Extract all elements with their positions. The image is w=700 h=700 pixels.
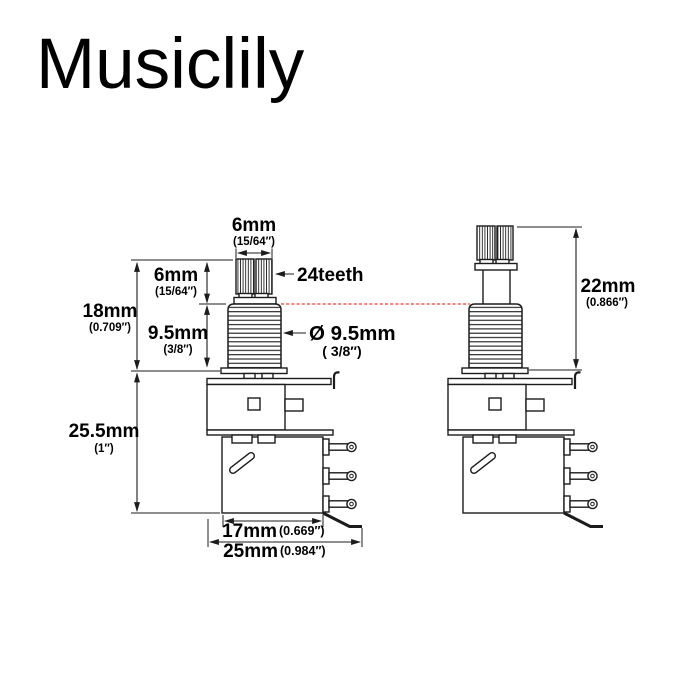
lug-step <box>322 438 330 456</box>
can-side-tab <box>284 398 304 412</box>
dim-switch-width: 17mm (0.669″) <box>222 515 325 542</box>
knurl-half-left <box>476 225 496 261</box>
switch-slot-inner <box>230 453 254 473</box>
can-window <box>247 397 261 411</box>
knurl-half-right <box>496 225 514 261</box>
knurl-half-left <box>235 258 255 295</box>
lug-hole <box>349 444 354 450</box>
dim-top-shaft-width-mm: 6mm <box>232 215 276 236</box>
bushing-diameter-mm: Ø 9.5mm <box>309 322 396 345</box>
lug-step <box>322 467 330 485</box>
mounting-flange <box>206 377 332 386</box>
lower-flange <box>206 429 334 436</box>
smooth-shaft <box>482 266 511 306</box>
lug-eyelet <box>346 470 357 482</box>
dim-shaft-height-mm: 6mm <box>154 265 198 286</box>
solder-lug <box>328 472 350 480</box>
dim-top-shaft-width-inch: (15/64″) <box>233 236 275 248</box>
switch-tab <box>257 434 276 444</box>
bushing-base-plate <box>220 367 288 375</box>
dim-25mm-mm: 25mm <box>223 541 278 562</box>
dim-bushing-height-inch: (3/8″) <box>163 344 192 356</box>
anti-rotation-pin <box>332 371 340 389</box>
dim-bushing-height-mm: 9.5mm <box>148 323 208 344</box>
dim-17mm-mm: 17mm <box>222 521 277 542</box>
dim-22mm-inch: (0.866″) <box>586 297 628 309</box>
dim-25mm-inch: (0.984″) <box>280 544 326 558</box>
dim-pulled-shaft: 22mm (0.866″) <box>517 226 636 371</box>
switch-tab <box>231 434 253 444</box>
label-bushing-diameter: Ø 9.5mm ( 3/8″) <box>283 322 396 359</box>
solder-lug <box>328 500 350 508</box>
switch-body <box>221 436 324 514</box>
shaft-collar <box>474 262 518 271</box>
left-pot-body-assembly <box>206 303 362 528</box>
solder-lug <box>328 443 350 451</box>
dim-17mm-inch: (0.669″) <box>279 524 325 538</box>
lug-hole <box>349 501 354 507</box>
brand-logo: Musiclily <box>36 25 305 104</box>
dim-22mm-mm: 22mm <box>581 276 636 297</box>
pot-can <box>206 383 286 431</box>
flange-tab <box>243 372 256 380</box>
dim-shaft-height-inch: (15/64″) <box>155 286 197 298</box>
dim-18mm-mm: 18mm <box>83 301 138 322</box>
knurl-half-right <box>255 258 273 295</box>
lug-step <box>322 495 330 513</box>
label-24teeth: 24teeth <box>275 265 364 286</box>
threaded-bushing <box>227 303 282 369</box>
dim-overall-width: 25mm (0.984″) <box>207 519 363 562</box>
dim-18mm-inch: (0.709″) <box>89 322 131 334</box>
mounting-bracket <box>322 511 362 528</box>
bushing-diameter-inch: ( 3/8″) <box>322 343 361 359</box>
flange-tab <box>261 372 274 380</box>
right-pot-body-assembly <box>448 304 603 527</box>
left-pot-shaft-knurled <box>233 258 277 305</box>
dim-255mm-mm: 25.5mm <box>69 421 140 442</box>
dim-top-shaft-width: 6mm (15/64″) <box>232 215 276 258</box>
dim-left-heights: 6mm (15/64″) 9.5mm (3/8″) 18mm (0.709″) … <box>69 259 233 514</box>
teeth-label: 24teeth <box>297 265 364 286</box>
lug-eyelet <box>346 441 357 453</box>
right-pot-shaft-pulled <box>474 225 518 306</box>
lug-hole <box>349 473 354 479</box>
dim-255mm-inch: (1″) <box>94 443 114 455</box>
lug-eyelet <box>346 498 357 510</box>
shaft-collar <box>233 296 277 305</box>
